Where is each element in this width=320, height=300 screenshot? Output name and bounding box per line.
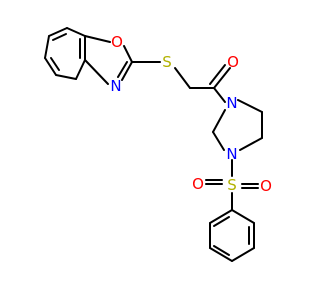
imidazolidine-ring (212, 99, 263, 151)
bond-c2-n (121, 61, 133, 81)
chemical-structure-diagram: O N S O N N S O O (44, 27, 272, 262)
carbonyl-group (189, 64, 231, 103)
oxazole-ring (84, 35, 133, 85)
bond-n-c (84, 59, 109, 85)
bond-c2-n-double (117, 61, 128, 78)
atom-label-nitrogen-ring: N (110, 77, 121, 95)
atom-label-sulfur-sulfonyl: S (227, 176, 237, 194)
thioether-linker (131, 61, 191, 89)
atom-label-nitrogen-1: N (226, 94, 237, 112)
atom-label-oxygen-ring: O (111, 33, 123, 51)
bond-c-o (84, 35, 111, 43)
phenyl-ring (209, 209, 255, 262)
bond-o-c2 (123, 45, 133, 63)
atom-label-oxygen-sulfonyl-right: O (260, 177, 272, 195)
atom-label-nitrogen-2: N (226, 145, 237, 163)
atom-label-sulfur-thioether: S (162, 53, 172, 71)
atom-label-oxygen-carbonyl: O (227, 53, 239, 71)
benzene-ring-fused (44, 27, 86, 80)
sulfonyl-group (205, 159, 259, 211)
atom-label-oxygen-sulfonyl-left: O (192, 175, 204, 193)
